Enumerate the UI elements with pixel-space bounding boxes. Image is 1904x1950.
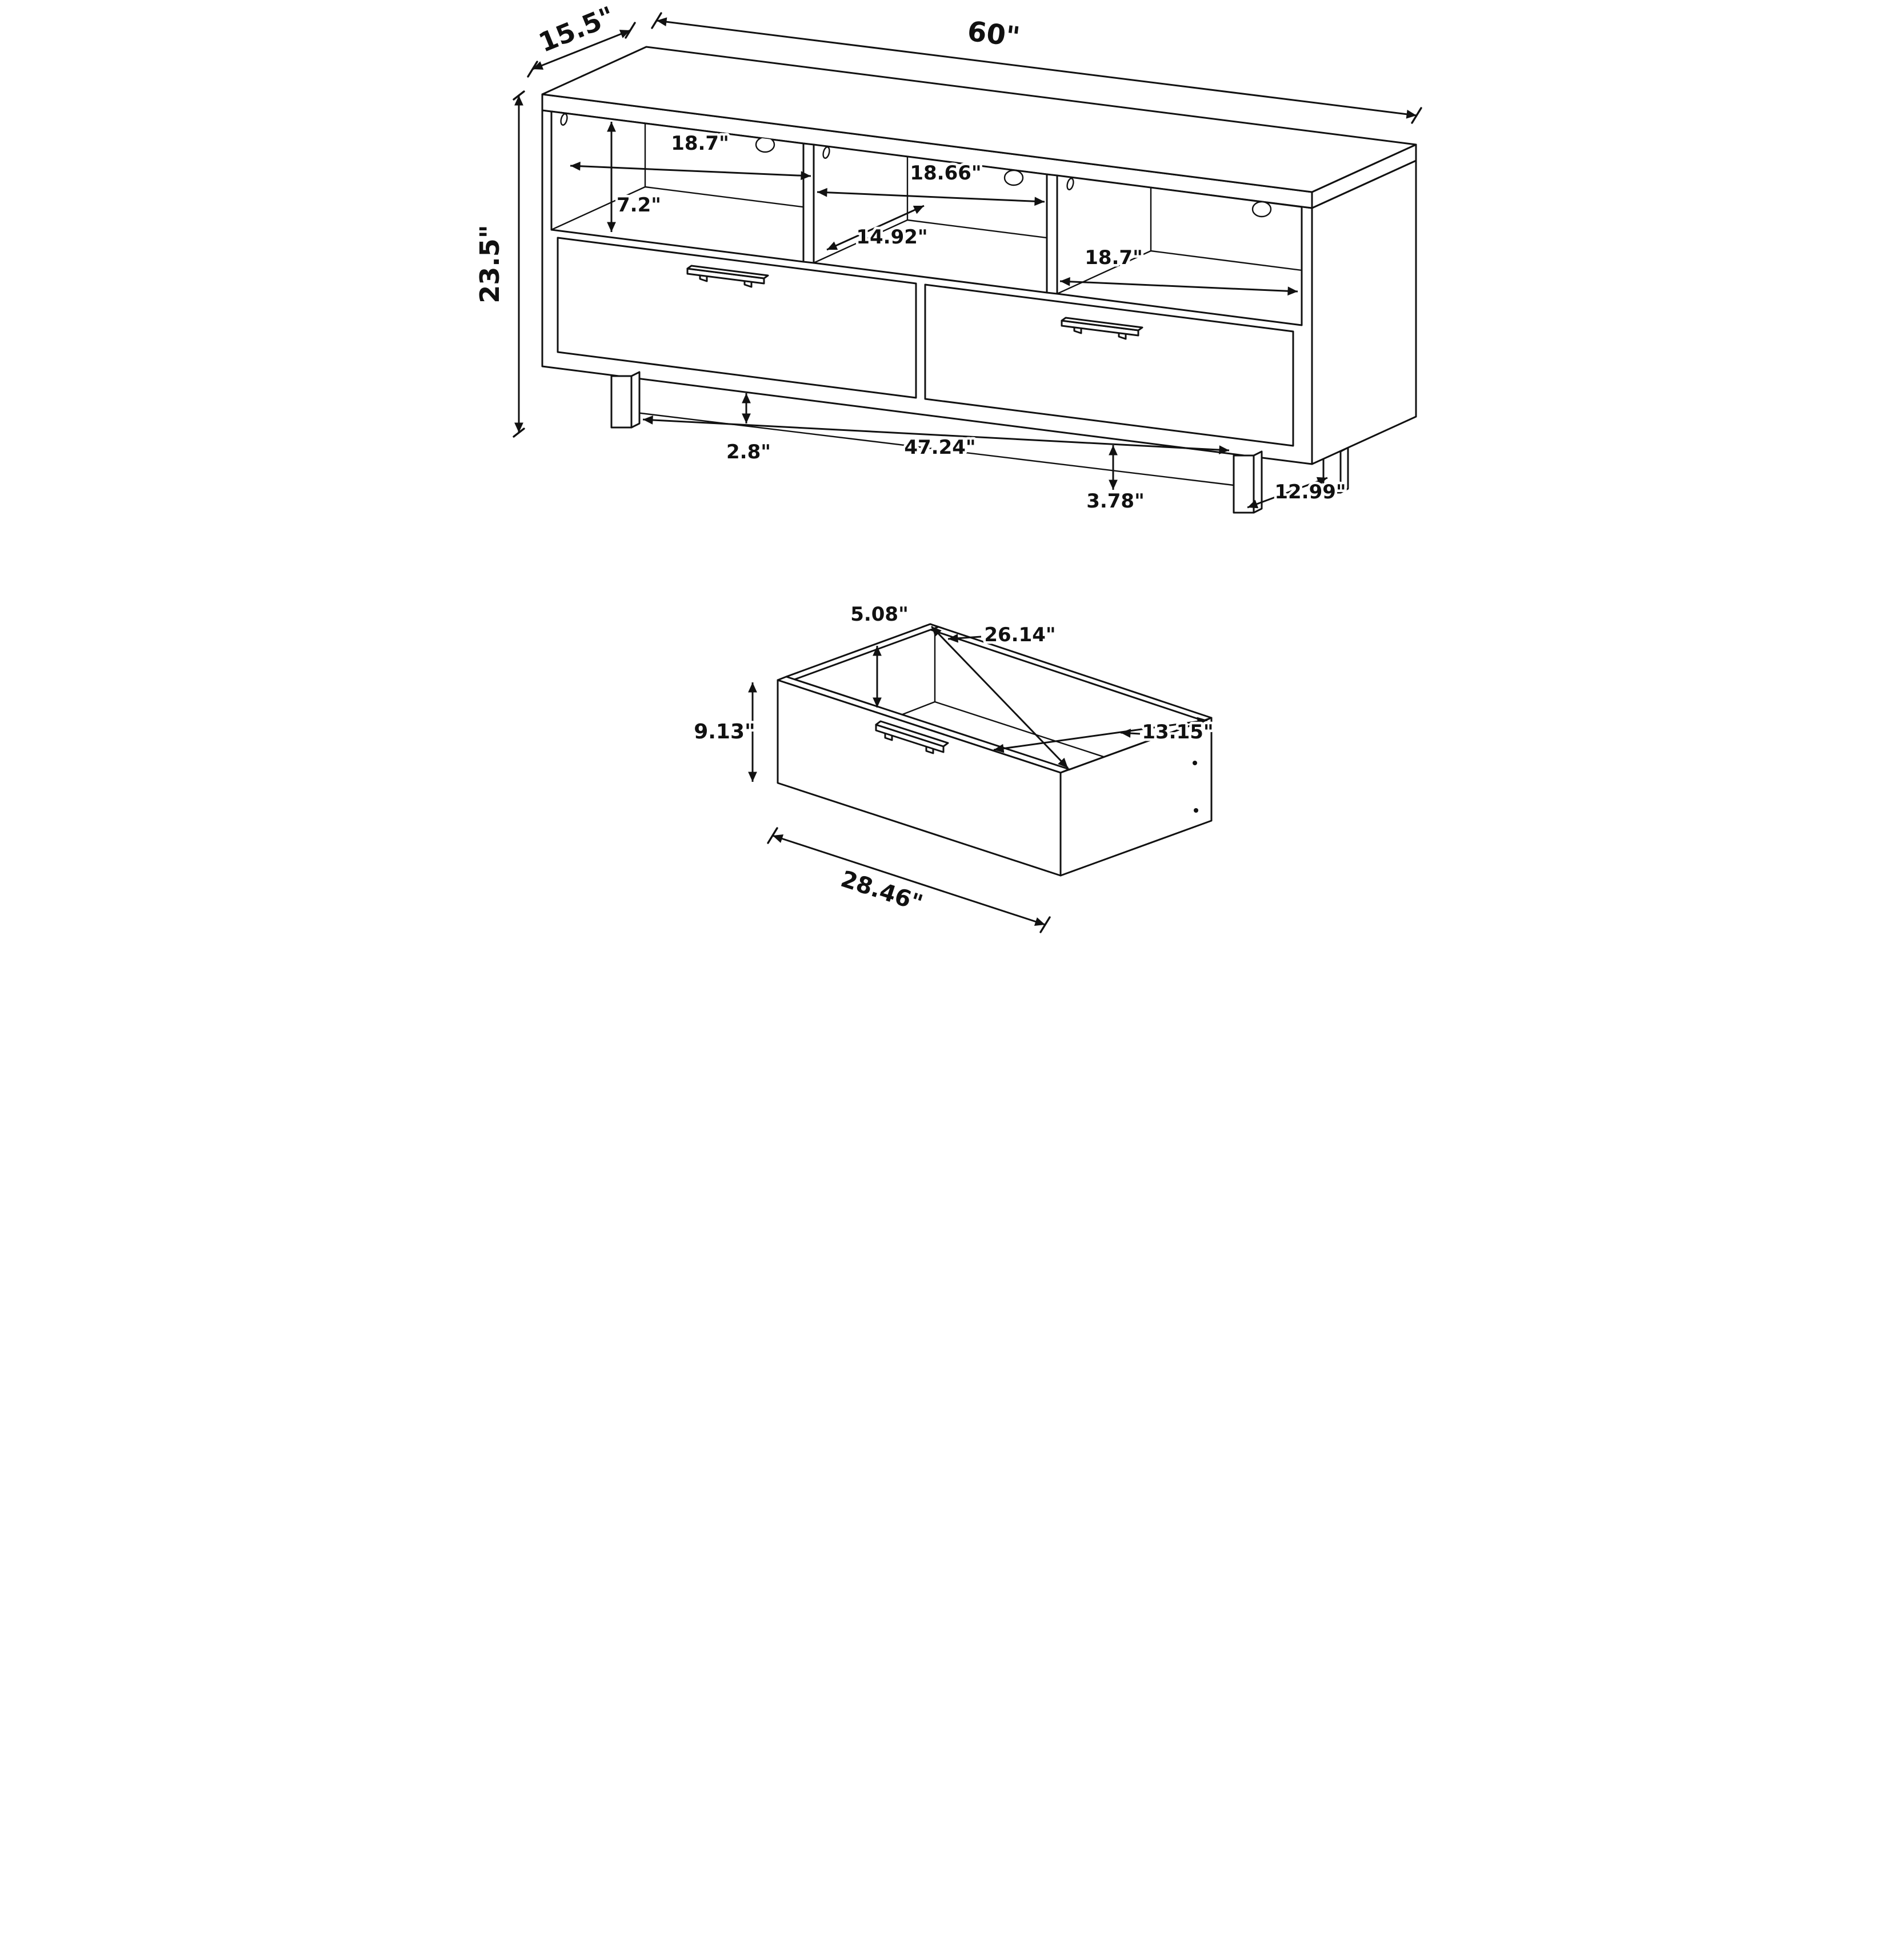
cable-hole-icon xyxy=(822,146,830,159)
dim-console-height: 23.5" xyxy=(476,90,525,438)
drawer-front-panel xyxy=(777,679,1062,877)
dim-drawer-inner-length: 26.14" xyxy=(930,621,1069,769)
drawer-left-wall-top xyxy=(785,623,939,681)
dimension-line xyxy=(993,717,1208,753)
dim-leg-depth-label: 12.99" xyxy=(1274,481,1346,504)
dimension-line xyxy=(532,29,631,70)
dim-drawer-inner-height: 5.08" xyxy=(848,601,911,708)
dim-compartment-height-label: 7.2" xyxy=(617,194,661,217)
dimension-line xyxy=(1247,477,1328,509)
console-right-face xyxy=(1311,159,1417,465)
dim-leg-height-label: 2.8" xyxy=(726,441,771,463)
console-right-drawer-handle xyxy=(1061,317,1143,340)
cable-hole-icon xyxy=(1251,201,1272,218)
dim-base-clearance-width: 47.24" xyxy=(642,415,1230,462)
dim-drawer-inner-height-label: 5.08" xyxy=(850,603,909,626)
dim-middle-compartment-width-label: 18.66" xyxy=(910,162,981,185)
dim-console-depth-label: 15.5" xyxy=(534,0,619,58)
console-dimensions: 15.5" 60" 23.5" 18.7" 7.2" 18.66" xyxy=(476,0,1422,516)
dim-middle-compartment-width: 18.66" xyxy=(817,159,1045,206)
dim-drawer-inner-depth: 13.15" xyxy=(993,717,1216,753)
dimension-line xyxy=(817,187,1045,206)
dim-drawer-inner-depth-label: 13.15" xyxy=(1142,721,1213,744)
dim-drawer-front-height: 9.13" xyxy=(691,682,758,782)
dim-drawer-front-width-label: 28.46" xyxy=(838,866,926,917)
dim-left-compartment-width: 18.7" xyxy=(570,130,811,181)
dim-drawer-inner-length-label: 26.14" xyxy=(984,624,1055,646)
console-divider xyxy=(1046,173,1058,295)
dim-leg-setback-label: 3.78" xyxy=(1086,490,1145,513)
leader-line xyxy=(1120,729,1141,738)
dim-compartment-depth-label: 14.92" xyxy=(856,226,927,249)
cable-hole-icon xyxy=(1066,178,1074,190)
console-drawing xyxy=(541,46,1417,514)
console-front-left-leg xyxy=(610,371,641,429)
dimension-line xyxy=(642,415,1230,454)
console-left-drawer-front xyxy=(557,237,917,399)
cable-hole-icon xyxy=(560,113,568,126)
dimension-line xyxy=(656,17,1417,119)
furniture-dimension-drawing: 15.5" 60" 23.5" 18.7" 7.2" 18.66" xyxy=(476,0,1422,933)
console-divider xyxy=(802,142,815,264)
dim-leg-setback: 3.78" xyxy=(1084,445,1147,516)
dim-compartment-height: 7.2" xyxy=(607,122,663,232)
dimension-line xyxy=(826,205,925,251)
console-right-drawer-front xyxy=(924,283,1294,447)
dim-right-compartment-width: 18.7" xyxy=(1059,244,1298,296)
dim-leg-depth: 12.99" xyxy=(1247,477,1349,509)
dim-console-width-label: 60" xyxy=(966,15,1022,54)
dim-console-height-label: 23.5" xyxy=(476,225,505,303)
dimension-line xyxy=(1059,277,1298,296)
screw-dot xyxy=(1194,808,1198,813)
console-left-drawer-handle xyxy=(686,265,769,288)
blueprint-page: 15.5" 60" 23.5" 18.7" 7.2" 18.66" xyxy=(476,0,1428,975)
leader-line xyxy=(947,633,982,643)
dim-right-compartment-width-label: 18.7" xyxy=(1085,246,1143,269)
dim-drawer-front-height-label: 9.13" xyxy=(694,720,755,744)
cable-hole-icon xyxy=(1003,169,1024,186)
dim-base-clearance-width-label: 47.24" xyxy=(904,436,975,459)
screw-dot xyxy=(1193,761,1197,765)
dimension-line xyxy=(772,834,1046,926)
dim-left-compartment-width-label: 18.7" xyxy=(671,132,729,155)
dim-compartment-depth: 14.92" xyxy=(826,205,930,251)
